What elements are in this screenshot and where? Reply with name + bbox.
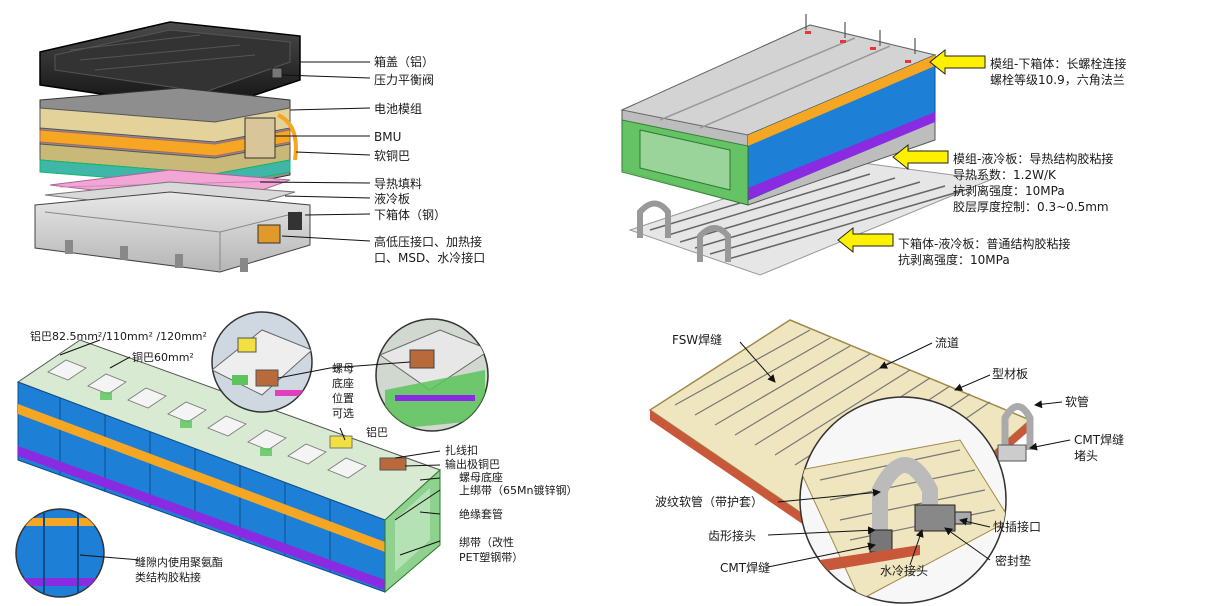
label-gap-line2: 类结构胶粘接 [135, 571, 201, 584]
exploded-pack-illustration [34, 21, 371, 273]
label-flow-channel: 流道 [935, 336, 960, 350]
label-output-bar: 输出极铜巴 [445, 458, 500, 471]
label-hose: 软管 [1065, 395, 1090, 409]
label-nut-line1: 螺母 [332, 362, 354, 375]
label-gap-line1: 缝隙内使用聚氨酯 [135, 556, 223, 569]
label-battery-module: 电池模组 [374, 102, 423, 116]
label-bellows: 波纹软管（带护套） [655, 495, 764, 509]
label-cmt-weld: CMT焊缝 [720, 561, 771, 575]
bmu-shape [244, 117, 276, 159]
label-upper-band: 上绑带（65Mn镀锌钢） [459, 484, 578, 497]
label-band-line2: PET塑钢带） [459, 551, 524, 564]
callout-module-tray-line1: 模组-下箱体：长螺栓连接 [990, 57, 1127, 71]
callout-module-plate-line3: 抗剥离强度：10MPa [953, 184, 1065, 198]
label-pressure-valve: 压力平衡阀 [374, 73, 435, 87]
cooling-plate-illustration [648, 319, 1071, 604]
al-bar-shape [329, 435, 353, 449]
output-bar-shape [379, 457, 407, 471]
label-quick-connect: 快插接口 [993, 520, 1042, 534]
callout-module-plate-line4: 胶层厚度控制：0.3~0.5mm [953, 200, 1109, 214]
callout-module-plate-line2: 导热系数：1.2W/K [953, 168, 1056, 182]
label-cmt-plug-line1: CMT焊缝 [1074, 433, 1125, 447]
label-band-line1: 绑带（改性 [459, 536, 514, 549]
label-insulation: 绝缘套管 [459, 508, 503, 521]
callout-module-plate-line1: 模组-液冷板：导热结构胶粘接 [953, 152, 1114, 166]
label-bmu: BMU [374, 130, 402, 144]
label-nut-base: 螺母底座 [459, 471, 503, 484]
label-fsw-weld: FSW焊缝 [672, 333, 723, 347]
label-profile-plate: 型材板 [992, 367, 1029, 381]
label-cu-bar: 铜巴60mm² [132, 351, 194, 364]
module-mounting-illustration [620, 14, 992, 276]
label-al-bar: 铝巴82.5mm²/110mm² /120mm² [30, 330, 207, 343]
callout-tray-plate-line2: 抗剥离强度：10MPa [898, 253, 1010, 267]
label-tooth-joint: 齿形接头 [708, 529, 757, 543]
label-cmt-plug-line2: 堵头 [1074, 449, 1099, 463]
label-nut-line2: 底座 [332, 377, 354, 390]
zoom-circle-gap [15, 508, 105, 598]
callout-arrows [837, 48, 986, 254]
label-water-joint: 水冷接头 [880, 564, 929, 578]
module-detail-illustration [15, 311, 489, 598]
label-cooling-plate: 液冷板 [374, 192, 411, 206]
label-al-bar-2: 铝巴 [366, 426, 388, 439]
label-soft-copper-bar: 软铜巴 [374, 149, 411, 163]
label-ports-line2: 口、MSD、水冷接口 [374, 251, 486, 265]
callout-tray-plate-line1: 下箱体-液冷板：普通结构胶粘接 [898, 237, 1071, 251]
callout-module-tray-line2: 螺栓等级10.9，六角法兰 [990, 73, 1125, 87]
label-ports-line1: 高低压接口、加热接 [374, 235, 483, 249]
ports-shape [257, 224, 281, 244]
label-lower-tray: 下箱体（钢） [374, 208, 447, 222]
label-nut-line4: 可选 [332, 407, 354, 420]
label-seal-gasket: 密封垫 [995, 554, 1032, 568]
label-nut-line3: 位置 [332, 392, 354, 405]
pressure-valve-shape [271, 67, 283, 79]
label-lid: 箱盖（铝） [374, 55, 435, 69]
label-cable-tie: 扎线扣 [445, 444, 478, 457]
label-thermal-filler: 导热填料 [374, 177, 423, 191]
